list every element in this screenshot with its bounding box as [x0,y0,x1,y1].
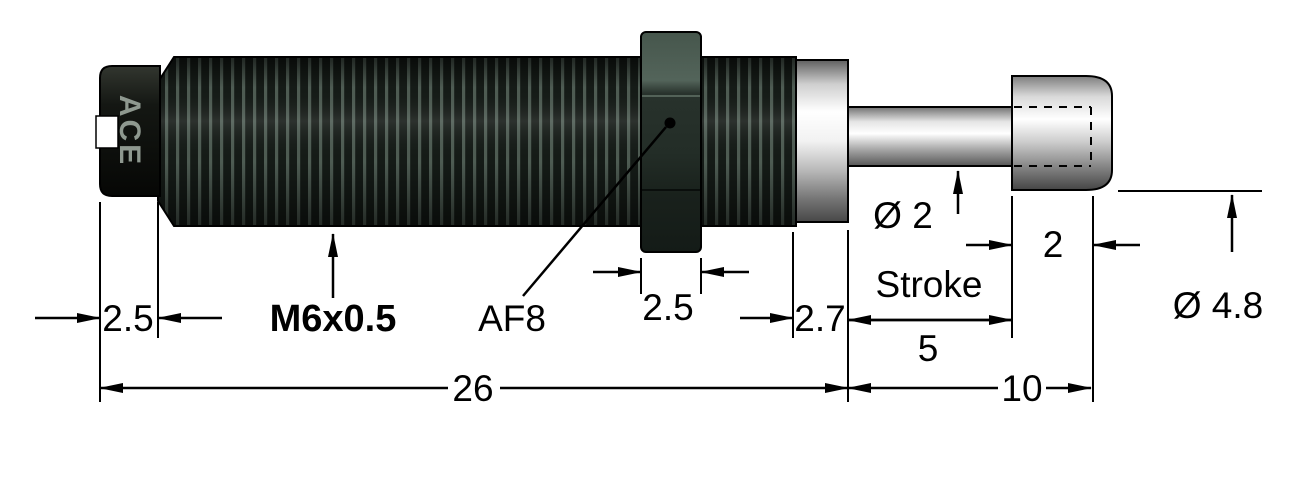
dim-button-diameter: Ø 4.8 [1173,194,1264,326]
dim-insert-depth: 2 [966,224,1140,265]
hex-nut [640,31,702,253]
collar [795,59,849,223]
dim-collar-width: 2.7 [740,298,846,339]
end-cap: ACE [95,65,161,197]
hex-width-label: 2.5 [642,287,693,328]
dim-stroke: Stroke 5 [847,264,1013,369]
body-length-label: 26 [452,368,493,409]
insert-depth-label: 2 [1043,224,1064,265]
rod-length-label: 10 [1001,368,1042,409]
hidden-rod-outline [1014,106,1092,167]
thread-spec-label: M6x0.5 [270,298,397,340]
brand-text: ACE [113,95,146,167]
dim-rod-diameter: Ø 2 [873,170,963,236]
dim-hex-callout: AF8 [478,126,667,339]
dim-cap-width: 2.5 [35,298,222,339]
dim-thread-spec: M6x0.5 [270,233,397,340]
stroke-word-label: Stroke [876,264,983,305]
absorber-body: ACE [95,31,1113,253]
cap-notch [95,115,119,149]
hex-label: AF8 [478,298,546,339]
rod-end-button [1011,75,1113,191]
button-diameter-label: Ø 4.8 [1173,285,1264,326]
dim-rod-length: 10 [847,368,1092,409]
thread-body [157,56,797,227]
collar-width-label: 2.7 [794,298,845,339]
stroke-value-label: 5 [918,328,939,369]
dim-body-length: 26 [99,368,849,409]
leader-dot [664,117,676,129]
cap-width-label: 2.5 [102,298,153,339]
piston-rod [847,106,1014,167]
rod-diameter-label: Ø 2 [873,195,933,236]
dim-hex-width: 2.5 [593,267,749,328]
